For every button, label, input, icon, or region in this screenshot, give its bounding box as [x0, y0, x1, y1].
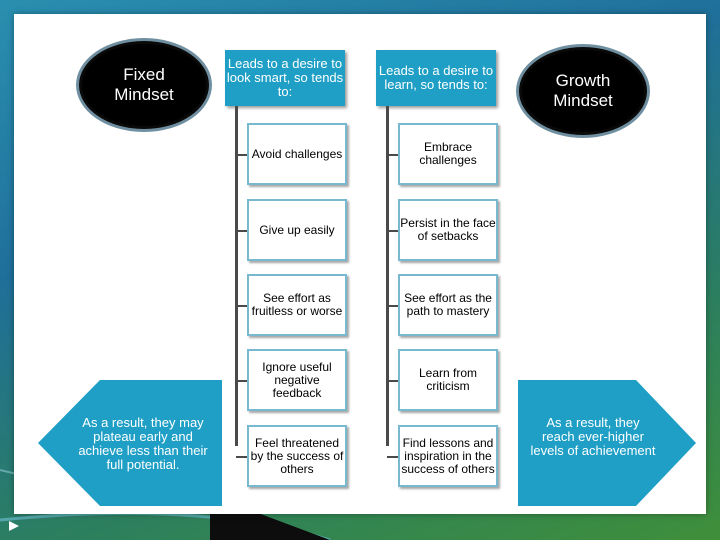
growth-item-text: Learn from criticism — [418, 366, 478, 393]
fixed-item: See effort as fruitless or worse — [247, 274, 347, 336]
growth-connector-tick — [387, 305, 399, 307]
growth-header: Leads to a desire to learn, so tends to: — [376, 50, 496, 106]
fixed-item: Ignore useful negative feedback — [247, 349, 347, 411]
fixed-item: Feel threatened by the success of others — [247, 425, 347, 487]
fixed-item: Give up easily — [247, 199, 347, 261]
growth-item-text: See effort as the path to mastery — [404, 291, 492, 318]
fixed-item-text: Avoid challenges — [251, 146, 343, 161]
growth-mindset-title: Growth Mindset — [553, 71, 613, 110]
growth-connector-tick — [387, 456, 399, 458]
growth-connector-tick — [387, 154, 399, 156]
fixed-result-text: As a result, they may plateau early and … — [78, 415, 208, 472]
growth-connector-spine — [386, 106, 389, 446]
growth-item: Persist in the face of setbacks — [398, 199, 498, 261]
growth-item: Learn from criticism — [398, 349, 498, 411]
fixed-header: Leads to a desire to look smart, so tend… — [225, 50, 345, 106]
growth-item: See effort as the path to mastery — [398, 274, 498, 336]
growth-mindset-oval: Growth Mindset — [516, 44, 650, 138]
fixed-connector-tick — [236, 380, 248, 382]
fixed-result-arrow — [38, 380, 222, 506]
fixed-item-text: Feel threatened by the success of others — [250, 435, 344, 476]
fixed-connector-tick — [236, 154, 248, 156]
growth-connector-tick — [387, 230, 399, 232]
growth-item-text: Embrace challenges — [419, 140, 477, 167]
fixed-item-text: See effort as fruitless or worse — [251, 291, 343, 318]
growth-item: Embrace challenges — [398, 123, 498, 185]
fixed-item: Avoid challenges — [247, 123, 347, 185]
fixed-connector-spine — [235, 106, 238, 446]
growth-item-text: Find lessons and inspiration in the succ… — [401, 435, 495, 476]
fixed-mindset-oval: Fixed Mindset — [76, 38, 212, 132]
fixed-connector-tick — [236, 305, 248, 307]
fixed-item-text: Ignore useful negative feedback — [262, 359, 332, 400]
growth-connector-tick — [387, 380, 399, 382]
fixed-item-text: Give up easily — [259, 222, 335, 237]
fixed-connector-tick — [236, 456, 248, 458]
growth-item: Find lessons and inspiration in the succ… — [398, 425, 498, 487]
growth-result-text: As a result, they reach ever-higher leve… — [530, 415, 656, 458]
bullet-triangle-icon — [9, 521, 19, 531]
fixed-header-text: Leads to a desire to look smart, so tend… — [226, 56, 344, 99]
growth-result-arrow — [518, 380, 696, 506]
growth-header-text: Leads to a desire to learn, so tends to: — [378, 63, 494, 92]
growth-item-text: Persist in the face of setbacks — [400, 216, 496, 243]
fixed-connector-tick — [236, 230, 248, 232]
fixed-mindset-title: Fixed Mindset — [114, 65, 174, 104]
